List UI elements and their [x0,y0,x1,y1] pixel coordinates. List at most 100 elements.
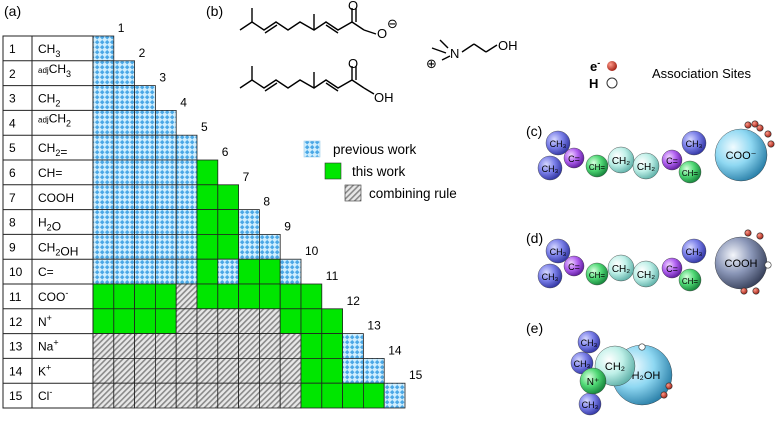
row-number: 5 [9,141,16,155]
matrix-cell-previous-work [92,258,115,285]
legend-swatch-previous [303,140,321,158]
matrix-cell-previous-work [92,209,115,235]
legend-label-combining: combining rule [369,186,457,201]
bead-c-eq-2 [661,149,683,171]
panel-label-e: (e) [526,320,543,336]
electron-site-icon [764,130,772,138]
matrix-cell-this-work [196,258,219,285]
matrix-cell-combining-rule [175,357,198,384]
matrix-cell-combining-rule [154,357,177,384]
bead-ch3-top-label: CH₃ [550,247,567,257]
matrix-cell-combining-rule [196,308,219,334]
legend-label-this: this work [352,164,406,179]
group-label: CH= [38,166,62,180]
bead-ch2-b-label: CH₂ [637,162,655,173]
matrix-cell-previous-work [217,258,240,285]
column-number: 12 [347,294,361,308]
bead-c-eq-2-label: C= [666,156,678,166]
matrix-cell-this-work [113,308,136,334]
matrix-cell-previous-work [342,333,364,359]
row-number: 12 [9,315,23,329]
bead-ch3-top-label: CH₃ [550,139,567,149]
carboxylate-o1: O [348,0,358,13]
matrix-cell-this-work [196,233,219,260]
matrix-cell-combining-rule [196,382,219,409]
matrix-cell-this-work [321,357,343,384]
matrix-cell-previous-work [92,233,115,260]
matrix-cell-previous-work [113,184,136,211]
bead-c-eq-2-label: C= [666,264,678,274]
matrix-cell-this-work [300,283,323,310]
electron-site-icon [751,120,759,128]
group-label: COO- [38,288,68,304]
matrix-cell-this-work [196,209,219,235]
matrix-cell-previous-work [362,357,385,384]
bead-ch-eq-2 [678,268,702,292]
matrix-cell-previous-work [154,110,177,136]
hydrogen-site-icon [638,343,646,351]
matrix-cell-this-work [258,283,281,310]
matrix-cell-combining-rule [238,308,260,334]
bead-ch3-mid [681,130,707,156]
association-sites-title: Association Sites [652,66,751,81]
structure-geranic-acid [239,66,375,95]
structure-geranate-anion [239,8,377,35]
bead-n-plus [579,367,607,395]
bead-ch2-a-label: CH₂ [612,156,630,167]
row-number: 8 [9,216,16,230]
association-sites-legend: e- H Association Sites [589,58,751,91]
matrix-cell-combining-rule [92,357,115,384]
column-number: 15 [409,368,423,382]
matrix-cell-this-work [154,283,177,310]
matrix-cell-previous-work [175,233,198,260]
group-label: Na+ [38,338,59,354]
matrix-cell-this-work [279,283,302,310]
matrix-cell-this-work [217,283,240,310]
matrix-cell-previous-work [175,209,198,235]
matrix-cell-this-work [92,283,115,310]
matrix-cell-this-work [92,308,115,334]
bead-ch3-left [537,263,563,289]
matrix-cell-this-work [134,283,156,310]
matrix-cell-previous-work [113,85,136,111]
bead-ch-eq-label: CH= [589,271,606,280]
matrix-cell-this-work [321,333,343,359]
bead-coo [714,128,768,182]
row-number: 9 [9,240,16,254]
bead-c-eq [563,255,585,277]
matrix-cell-previous-work [113,60,136,86]
electron-site-icon [767,140,775,148]
matrix-cell-previous-work [175,184,198,211]
matrix-cell-combining-rule [113,382,136,409]
bead-n-plus-label: N⁺ [587,377,600,388]
matrix-cell-combining-rule [175,382,198,409]
electron-site-icon [744,121,752,129]
matrix-cell-previous-work [113,134,136,161]
group-label: adjCH2 [38,111,71,128]
row-number: 15 [9,389,23,403]
electron-label: e- [590,58,600,74]
hydrogen-label: H [589,76,598,91]
matrix-cell-combining-rule [134,357,156,384]
matrix-cell-previous-work [154,258,177,285]
bead-ch-eq [585,262,609,286]
column-number: 3 [159,71,166,85]
matrix-cell-combining-rule [217,308,240,334]
group-label: CH2= [38,141,67,159]
bead-c-eq-2 [661,257,683,279]
electron-site-icon [756,124,764,132]
matrix-cell-previous-work [175,258,198,285]
matrix-cell-previous-work [92,159,115,186]
electron-site-icon [756,232,764,240]
matrix-cell-previous-work [113,110,136,136]
electron-site-icon [607,61,617,71]
matrix-cell-this-work [342,382,364,409]
group-label: COOH [38,191,74,205]
group-label: Cl- [38,387,52,403]
matrix-cell-previous-work [154,184,177,211]
matrix-cell-previous-work [383,382,406,409]
choline-oh: OH [498,38,518,53]
matrix-cell-combining-rule [92,333,115,359]
